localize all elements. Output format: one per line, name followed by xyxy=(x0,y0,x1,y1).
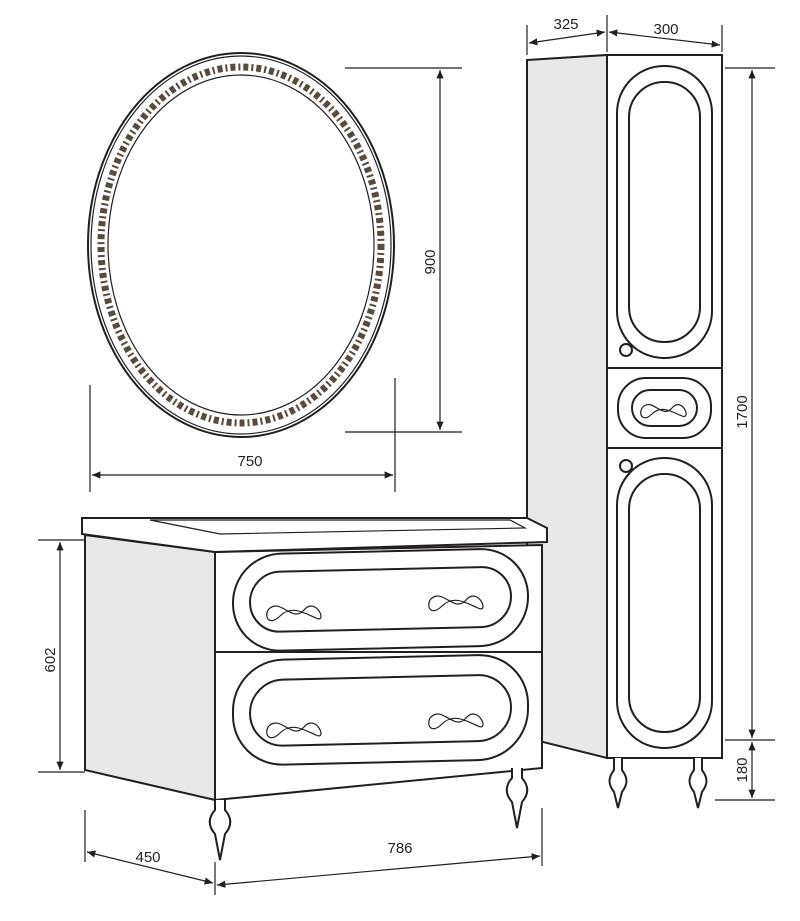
dimension-cabinet-height: 1700 180 xyxy=(715,67,775,801)
handle-icon xyxy=(428,713,484,730)
label-180: 180 xyxy=(734,757,751,782)
tall-cabinet xyxy=(526,53,723,809)
dimension-cabinet-top: 325 300 xyxy=(526,15,723,55)
dimension-mirror-width: 750 xyxy=(89,378,396,492)
label-300: 300 xyxy=(653,21,678,38)
vanity-leg xyxy=(208,800,232,861)
cabinet-leg xyxy=(608,758,628,809)
dimension-mirror-height: 900 xyxy=(345,67,462,433)
top-drawer-panel xyxy=(232,548,529,652)
label-900: 900 xyxy=(422,249,439,274)
upper-door-panel xyxy=(616,65,713,359)
handle-icon xyxy=(266,605,322,622)
label-750: 750 xyxy=(237,453,262,470)
label-325: 325 xyxy=(553,16,578,33)
oval-mirror xyxy=(87,52,395,438)
handle-icon xyxy=(428,595,484,612)
cabinet-leg xyxy=(688,758,708,809)
knob-icon xyxy=(619,343,633,357)
vanity-leg xyxy=(505,768,529,829)
label-1700: 1700 xyxy=(734,395,751,428)
handle-icon xyxy=(266,722,322,739)
vanity-unit xyxy=(81,517,548,861)
dimension-vanity-base: 450 786 xyxy=(84,808,543,895)
countertop xyxy=(81,517,548,554)
mirror-ornament xyxy=(97,63,385,427)
bottom-drawer-panel xyxy=(232,654,529,766)
middle-drawer-panel xyxy=(617,377,712,439)
lower-door-panel xyxy=(616,457,713,749)
knob-icon xyxy=(619,459,633,473)
label-602: 602 xyxy=(42,647,59,672)
dimension-vanity-height: 602 xyxy=(38,539,85,773)
label-450: 450 xyxy=(135,849,160,866)
label-786: 786 xyxy=(387,840,412,857)
handle-icon xyxy=(640,404,687,419)
